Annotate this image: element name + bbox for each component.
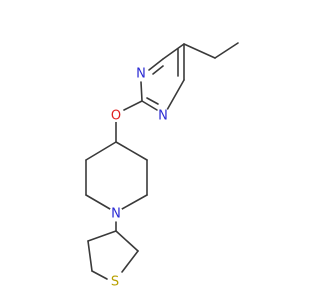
bond-pip-c5-c4 bbox=[85, 141, 117, 161]
atom-sulfur: S bbox=[108, 274, 122, 290]
bond-c5-c6 bbox=[162, 43, 185, 60]
bond-pip-c2-n bbox=[121, 194, 148, 210]
bond-c2-o bbox=[123, 100, 143, 111]
bond-ethyl-ch3 bbox=[214, 42, 239, 59]
bond-c2-n3 bbox=[141, 100, 158, 111]
atom-label-n-lower: N bbox=[158, 109, 168, 124]
bond-pip-n-c6 bbox=[85, 194, 111, 210]
bond-pip-c4-c3 bbox=[115, 141, 148, 161]
bond-n1-c2 bbox=[140, 81, 143, 102]
piperidine-ring bbox=[85, 141, 148, 210]
bond-th-c4-c5 bbox=[87, 240, 93, 272]
bond-c2-n3-double bbox=[146, 97, 159, 105]
atom-n-piperidine: N bbox=[109, 206, 123, 222]
bond-ethyl-ch2 bbox=[183, 43, 216, 59]
molecule-structure: N N O N S bbox=[85, 42, 239, 290]
ether-linkage bbox=[115, 100, 143, 143]
atom-label-n-upper: N bbox=[136, 67, 146, 82]
atom-label-sulfur: S bbox=[111, 275, 119, 290]
pyrimidine-ring bbox=[140, 43, 185, 111]
bond-n3-c4 bbox=[166, 79, 185, 111]
bond-th-c2-c3 bbox=[115, 230, 139, 252]
bond-th-c5-s bbox=[91, 270, 108, 280]
atom-oxygen: O bbox=[109, 108, 123, 124]
bond-c6-n1-double bbox=[152, 65, 164, 75]
bond-c6-n1 bbox=[148, 58, 164, 71]
atom-label-n-piperidine: N bbox=[111, 207, 121, 222]
bond-th-s-c2 bbox=[121, 250, 139, 273]
atom-label-oxygen: O bbox=[111, 109, 121, 124]
ethyl-group bbox=[183, 42, 239, 59]
atom-n-upper: N bbox=[134, 66, 148, 82]
thiolane-ring bbox=[87, 230, 139, 280]
atom-n-lower: N bbox=[156, 108, 170, 124]
bond-th-c3-c4 bbox=[87, 230, 117, 242]
